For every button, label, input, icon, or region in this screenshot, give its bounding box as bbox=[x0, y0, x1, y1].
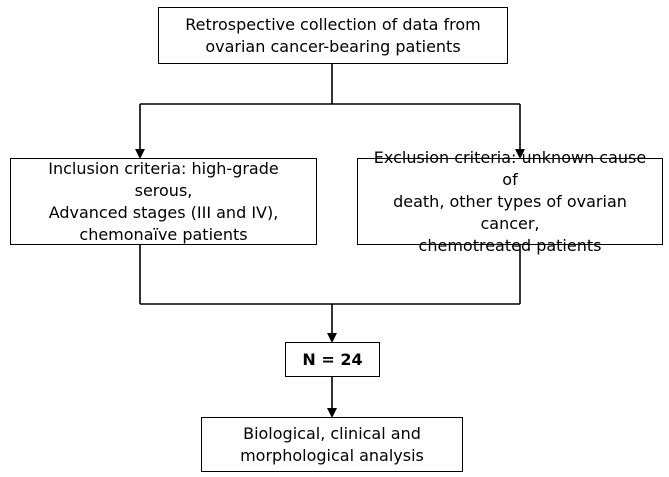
analysis-line-2: morphological analysis bbox=[240, 445, 424, 465]
inclusion-line-2: Advanced stages (III and IV), bbox=[48, 202, 279, 222]
collection-box: Retrospective collection of data from ov… bbox=[158, 7, 508, 64]
sample-size-text: N = 24 bbox=[302, 349, 363, 369]
analysis-box: Biological, clinical and morphological a… bbox=[201, 417, 463, 472]
exclusion-text: Exclusion criteria: unknown cause of dea… bbox=[364, 147, 656, 257]
inclusion-criteria-box: Inclusion criteria: high-grade serous, A… bbox=[10, 158, 317, 245]
collection-text: Retrospective collection of data from ov… bbox=[185, 14, 481, 58]
collection-line-1: Retrospective collection of data from bbox=[185, 14, 481, 34]
exclusion-criteria-box: Exclusion criteria: unknown cause of dea… bbox=[357, 148, 663, 255]
sample-size-box: N = 24 bbox=[285, 342, 380, 377]
analysis-line-1: Biological, clinical and bbox=[243, 423, 421, 443]
exclusion-line-2: death, other types of ovarian cancer, bbox=[393, 191, 627, 233]
collection-line-2: ovarian cancer-bearing patients bbox=[205, 36, 461, 56]
exclusion-line-3: chemotreated patients bbox=[418, 235, 602, 255]
analysis-text: Biological, clinical and morphological a… bbox=[240, 423, 424, 467]
inclusion-text: Inclusion criteria: high-grade serous, A… bbox=[17, 158, 310, 246]
inclusion-line-1: Inclusion criteria: high-grade serous, bbox=[48, 158, 279, 200]
inclusion-line-3: chemonaïve patients bbox=[79, 224, 248, 244]
exclusion-line-1: Exclusion criteria: unknown cause of bbox=[373, 147, 647, 189]
